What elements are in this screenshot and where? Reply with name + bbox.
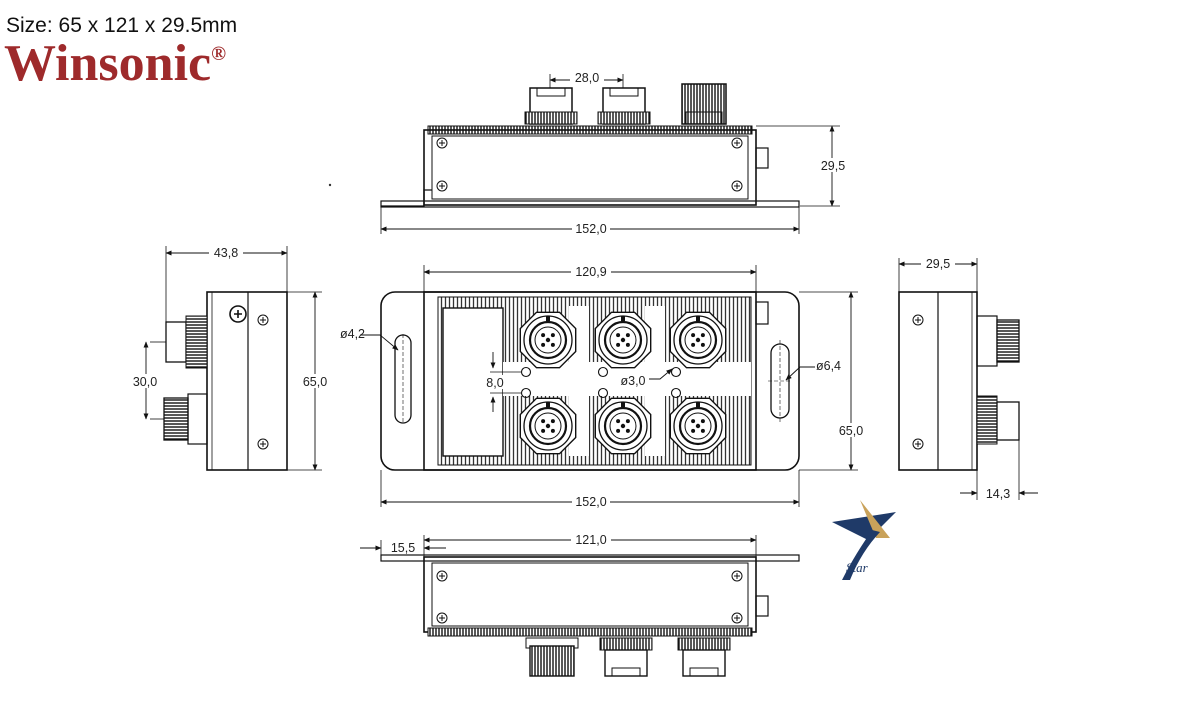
dim-left-depth: 43,8 — [214, 246, 238, 260]
right-view: 29,5 14,3 — [898, 256, 1038, 501]
front-view: 8,0 ø3,0 ø4,2 ø6,4 120,9 65,0 152,0 — [340, 264, 868, 509]
m12-connector-2 — [594, 311, 652, 369]
left-view: 43,8 30,0 65,0 — [129, 244, 332, 471]
front-connectors — [519, 311, 727, 455]
dim-left-height: 65,0 — [303, 375, 327, 389]
bottom-view: 15,5 121,0 — [360, 532, 800, 677]
right-connector-1 — [976, 315, 1020, 367]
dim-hole-large: ø6,4 — [816, 359, 841, 373]
top-screws — [436, 137, 743, 192]
dim-right-connector: 14,3 — [986, 487, 1010, 501]
dim-front-height: 65,0 — [839, 424, 863, 438]
registered-mark: ® — [211, 43, 227, 65]
top-connector-2 — [597, 87, 651, 125]
dim-led-diameter: ø3,0 — [620, 374, 645, 388]
m12-connector-3 — [669, 311, 727, 369]
right-connector-2 — [976, 395, 1020, 445]
dim-top-connector-pitch: 28,0 — [575, 71, 599, 85]
dim-top-length: 152,0 — [575, 222, 606, 236]
bottom-connector-1 — [525, 637, 579, 677]
star-logo-text: Star — [846, 560, 869, 575]
brand-name: Winsonic — [4, 35, 212, 92]
bottom-connector-3 — [677, 637, 731, 677]
star-logo-wing — [832, 512, 896, 540]
brand-logo: Winsonic® — [4, 38, 226, 90]
bottom-connector-2 — [599, 637, 653, 677]
star-logo-accent — [860, 500, 890, 538]
top-view: 28,0 29,5 152,0 — [380, 71, 849, 236]
dim-top-height: 29,5 — [821, 159, 845, 173]
top-connector-1 — [524, 87, 578, 125]
m12-connector-6 — [669, 397, 727, 455]
dim-left-pitch: 30,0 — [133, 375, 157, 389]
star-logo-stem — [842, 530, 880, 580]
m12-connector-1 — [519, 311, 577, 369]
bottom-screws — [436, 570, 743, 624]
dim-hole-small: ø4,2 — [340, 327, 365, 341]
dim-front-length: 152,0 — [575, 495, 606, 509]
dim-body-length: 120,9 — [575, 265, 606, 279]
dim-bottom-flange: 15,5 — [391, 541, 415, 555]
mount-slot-left — [394, 334, 412, 424]
m12-connector-4 — [519, 397, 577, 455]
top-connector-3 — [681, 83, 727, 125]
dim-bottom-body: 121,0 — [575, 533, 606, 547]
dim-led-pitch: 8,0 — [486, 376, 503, 390]
star-logo: Star — [832, 500, 896, 580]
mount-slot-right — [768, 340, 792, 422]
size-label: Size: 65 x 121 x 29.5mm — [6, 14, 238, 37]
left-connector-2 — [150, 393, 208, 445]
left-connector-1 — [150, 315, 208, 369]
m12-connector-5 — [594, 397, 652, 455]
dim-right-height: 29,5 — [926, 257, 950, 271]
